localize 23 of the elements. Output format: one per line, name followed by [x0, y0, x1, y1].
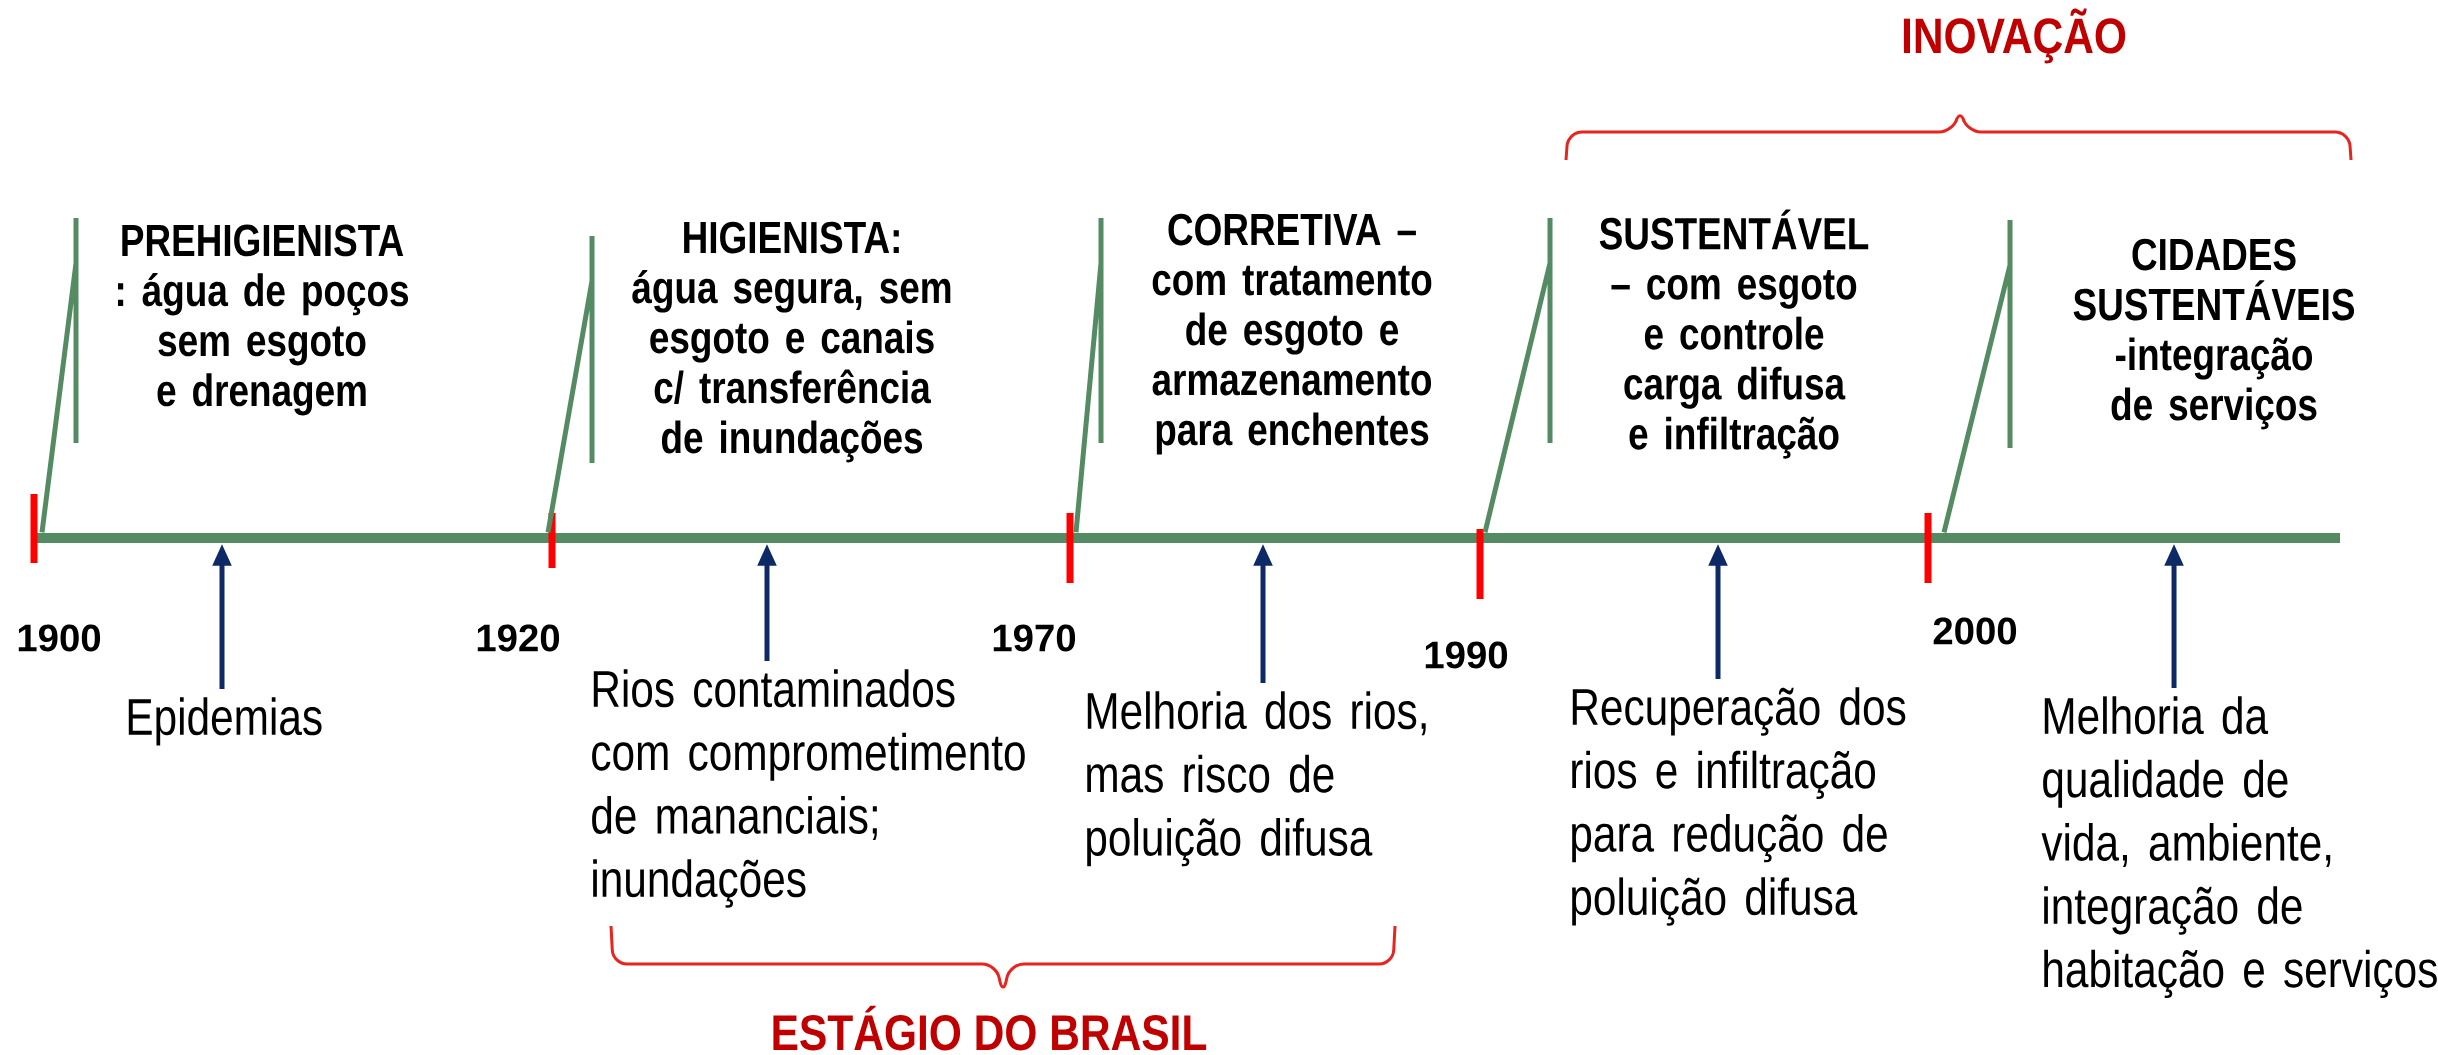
- flag-line: [1941, 217, 2013, 535]
- consequence-text: Rios contaminados com comprometimento de mananciais; inundações: [592, 669, 1025, 908]
- consequence-text: Melhoria da qualidade de vida, ambiente, integração de habitação e serviços: [2041, 696, 2437, 999]
- consequence-text: Recuperação dos rios e infiltração para redução de poluição difusa: [1572, 687, 1906, 926]
- flag-line: [1073, 215, 1104, 535]
- flag-line: [1482, 215, 1553, 535]
- flag-line: [545, 233, 595, 535]
- year-label: 1900: [18, 624, 101, 652]
- year-label: 1990: [1425, 641, 1508, 669]
- bracket-label: ESTÁGIO DO BRASIL: [773, 1005, 1207, 1051]
- stage-text: CORRETIVA – com tratamento de esgoto e armazenamento para enchentes: [1152, 213, 1432, 455]
- bracket-label: INOVAÇÃO: [1903, 8, 2126, 64]
- year-label: 2000: [1933, 617, 2017, 645]
- consequence-text: Epidemias: [128, 697, 322, 746]
- timeline-bar: [34, 533, 2340, 543]
- stage-text: SUSTENTÁVEL – com esgoto e controle carga difusa e infiltração: [1599, 209, 1869, 459]
- year-label: 1920: [477, 624, 560, 652]
- consequence-text: Melhoria dos rios, mas risco de poluição difusa: [1087, 691, 1426, 867]
- stage-text: HIGIENISTA: água segura, sem esgoto e canais c/ transferência de inundações: [632, 221, 951, 463]
- flag-line: [39, 215, 79, 535]
- year-label: 1970: [993, 624, 1076, 652]
- stage-text: PREHIGIENISTA : água de poços sem esgoto e drenagem: [118, 224, 409, 416]
- stage-text: CIDADES SUSTENTÁVEIS -integração de serviços: [2073, 238, 2355, 430]
